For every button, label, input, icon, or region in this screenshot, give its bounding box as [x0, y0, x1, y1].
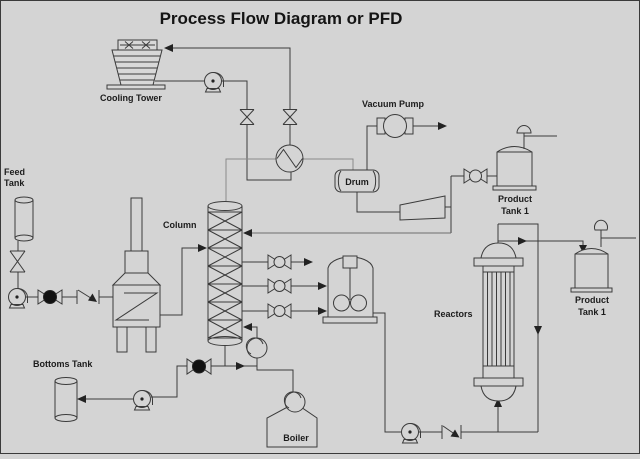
reactor-tubes — [487, 272, 511, 366]
feed-check-valve — [76, 289, 100, 304]
column-packing — [207, 211, 243, 339]
feed-control-valve — [37, 289, 63, 305]
bottoms-pump — [133, 390, 153, 411]
reactors-label: Reactors — [434, 309, 473, 319]
mixer-motor — [342, 255, 358, 269]
feed-tank-label-2: Tank — [4, 178, 25, 188]
arrow-into-bottoms-tank — [77, 395, 86, 403]
bottoms-tank: Bottoms Tank — [33, 359, 93, 422]
product-tank-right-label-1: Product — [575, 295, 609, 305]
arrow-into-reactor-bottom — [494, 398, 502, 407]
arrow-vacuum-discharge — [438, 122, 447, 130]
draw-valve-2 — [267, 278, 292, 294]
boiler-pump — [283, 391, 306, 413]
bottoms-control-valve — [186, 358, 212, 375]
bottoms-tank-label: Bottoms Tank — [33, 359, 93, 369]
arrow-into-column-top — [243, 229, 252, 237]
arrow-into-column-feed — [198, 244, 207, 252]
drum-label: Drum — [345, 177, 369, 187]
reactor-check-valve — [441, 425, 462, 439]
arrow-into-cooling-tower — [164, 44, 173, 52]
product-tank-top-label-2: Tank 1 — [501, 206, 529, 216]
column-label: Column — [163, 220, 197, 230]
feed-tank-gate-valve — [9, 250, 26, 273]
arrow-reactor-product — [518, 237, 527, 245]
gate-valve-right — [282, 109, 298, 125]
boiler-label: Boiler — [283, 433, 309, 443]
vacuum-pump: Vacuum Pump — [362, 99, 425, 138]
gate-valve-left — [239, 109, 255, 125]
arrow-into-mixer-1 — [318, 282, 327, 290]
boiler: Boiler — [266, 391, 318, 448]
product-tank-top-label-1: Product — [498, 194, 532, 204]
mixer-impeller-left — [333, 294, 350, 312]
arrow-bottoms-junction — [236, 362, 245, 370]
furnace-heater — [111, 197, 162, 353]
reactor-feed-pump — [401, 423, 421, 444]
mixer-base — [322, 316, 378, 324]
condenser-heat-exchanger — [275, 144, 304, 173]
relief-valve-1 — [516, 125, 532, 149]
cooling-tower-base — [106, 84, 166, 90]
page-title: Process Flow Diagram or PFD — [160, 9, 403, 28]
arrow-reboiler-return — [243, 323, 252, 331]
vacuum-pump-label: Vacuum Pump — [362, 99, 425, 109]
mixer-vessel — [322, 255, 378, 324]
arrow-into-mixer-2 — [318, 307, 327, 315]
cooling-tower: Cooling Tower — [100, 39, 166, 103]
arrow-into-product-tank-2 — [579, 245, 587, 253]
cooling-water-pump — [204, 72, 224, 93]
arrow-draw-1 — [304, 258, 313, 266]
draw-valve-3 — [267, 303, 292, 319]
arrow-loop-down — [534, 326, 542, 335]
draw-valve-1 — [267, 254, 292, 270]
flow-arrows — [77, 44, 587, 407]
distillation-column: Column — [163, 201, 243, 346]
product-tank-1-top: Product Tank 1 — [492, 125, 537, 216]
product-tank-1-right: Product Tank 1 — [570, 219, 613, 317]
relief-valve-2 — [594, 219, 608, 247]
piping-lines — [17, 47, 636, 433]
wedge-compressor — [399, 195, 446, 221]
feed-tank: Feed Tank — [4, 167, 34, 242]
feed-pump — [8, 288, 28, 309]
cooling-tower-label: Cooling Tower — [100, 93, 162, 103]
product-globe-valve — [463, 168, 488, 184]
reboiler-exchanger — [245, 337, 268, 359]
product-tank-right-label-2: Tank 1 — [578, 307, 606, 317]
reflux-drum: Drum — [334, 169, 380, 193]
feed-tank-label-1: Feed — [4, 167, 25, 177]
mixer-impeller-right — [350, 294, 367, 312]
reactor: Reactors — [434, 242, 524, 402]
